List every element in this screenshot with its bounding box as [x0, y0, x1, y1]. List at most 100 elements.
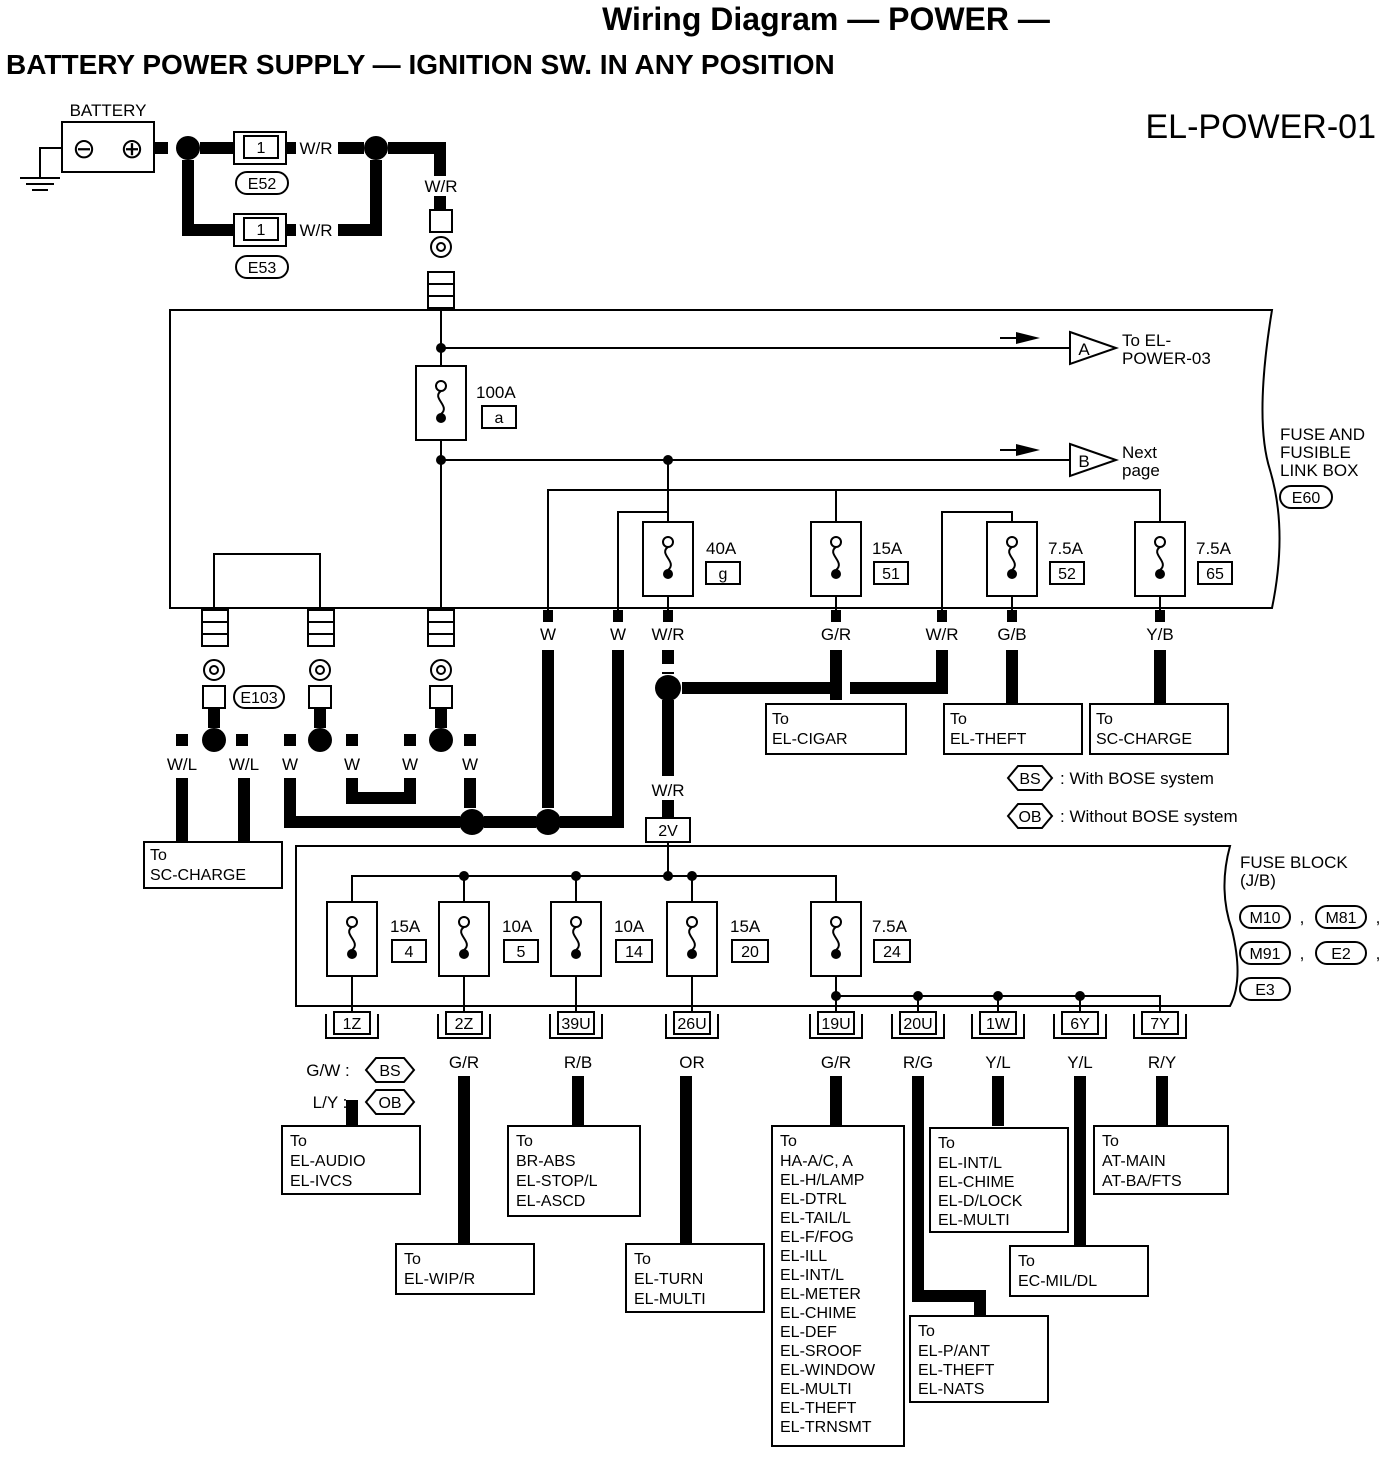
svg-text:EL-METER: EL-METER [780, 1286, 861, 1303]
svg-text:EL-TURN: EL-TURN [634, 1271, 703, 1288]
fuse-5-id: 5 [517, 944, 526, 961]
svg-text:EL-H/LAMP: EL-H/LAMP [780, 1172, 864, 1189]
e53-id: E53 [248, 260, 277, 277]
connector-a-letter: A [1078, 340, 1090, 359]
svg-text:EL-MULTI: EL-MULTI [634, 1291, 706, 1308]
connector-a-text-1: To EL- [1122, 331, 1171, 350]
fuse-block-junctions [459, 871, 697, 881]
dest-sc-charge-right-text: SC-CHARGE [1096, 731, 1192, 748]
fuse-block-bus [351, 842, 837, 902]
fuse-block-fuse-20 [666, 901, 718, 977]
wire-20u [912, 1076, 986, 1316]
svg-text:EL-SROOF: EL-SROOF [780, 1343, 862, 1360]
m10-tag [1239, 905, 1291, 929]
svg-text:AT-MAIN: AT-MAIN [1102, 1153, 1166, 1170]
opt-ob-tag-text: OB [378, 1095, 401, 1112]
opt-wire-ly: L/Y : [313, 1093, 348, 1112]
svg-text:To: To [290, 1133, 307, 1150]
svg-text:EL-TRNSMT: EL-TRNSMT [780, 1419, 872, 1436]
svg-text:EL-THEFT: EL-THEFT [918, 1362, 995, 1379]
svg-text:EL-TAIL/L: EL-TAIL/L [780, 1210, 851, 1227]
diagram-subtitle: BATTERY POWER SUPPLY — IGNITION SW. IN A… [6, 49, 835, 80]
e103-tag [233, 685, 285, 709]
wire-label-19u: G/R [821, 1053, 851, 1072]
wire-label-26u: OR [679, 1053, 705, 1072]
dest-el-cigar-text: EL-CIGAR [772, 731, 848, 748]
riser-wire [388, 142, 446, 176]
legend-bs-text: : With BOSE system [1060, 769, 1214, 788]
e60-id: E60 [1292, 490, 1321, 507]
dest-sc-charge-left [143, 841, 283, 889]
e60-tag [1279, 485, 1333, 509]
e53-tag [235, 255, 289, 279]
wire-wr-loop [941, 511, 1013, 610]
e3-id: E3 [1255, 982, 1275, 999]
sep-4: , [1376, 944, 1381, 963]
fuse-block-fuse-24 [810, 901, 862, 977]
bus-link-fuses [547, 489, 1161, 610]
fuse-block-fuse-14 [550, 901, 602, 977]
svg-text:To: To [918, 1323, 935, 1340]
dest-abs: To BR-ABS EL-STOP/L EL-ASCD [507, 1125, 641, 1217]
fuse-100a-id-box [481, 405, 517, 429]
wire-w-bottom [284, 778, 460, 828]
wire-label-7y: R/Y [1148, 1053, 1176, 1072]
fuse-24-id: 24 [883, 944, 901, 961]
svg-text:EL-P/ANT: EL-P/ANT [918, 1343, 990, 1360]
riser-terminal [429, 209, 453, 233]
legend-bs-tag [1006, 765, 1054, 791]
svg-text:EL-WIP/R: EL-WIP/R [404, 1271, 475, 1288]
wire-wr-2 [850, 650, 948, 694]
wire-label-gr: G/R [821, 625, 851, 644]
fuse-20-id-box [731, 939, 769, 963]
svg-text:To: To [516, 1133, 533, 1150]
svg-text:EL-DEF: EL-DEF [780, 1324, 837, 1341]
battery-plus-icon: ⊕ [120, 133, 143, 164]
fuse-24-junctions [831, 991, 1085, 1001]
m10-id: M10 [1249, 910, 1280, 927]
svg-text:To: To [634, 1251, 651, 1268]
conn-39u: 39U [561, 1016, 590, 1033]
opt-bs-tag-text: BS [379, 1063, 400, 1080]
svg-text:EL-D/LOCK: EL-D/LOCK [938, 1193, 1023, 1210]
svg-text:EL-CHIME: EL-CHIME [780, 1305, 856, 1322]
connector-2v-label: 2V [658, 823, 678, 840]
splice-battery [176, 136, 200, 160]
sep-2: , [1376, 908, 1381, 927]
fuse-52-rating: 7.5A [1048, 539, 1084, 558]
wire-label-w-6: W [462, 755, 478, 774]
fuse-4-id-box [391, 939, 427, 963]
wire-label-20u: R/G [903, 1053, 933, 1072]
fuse-24-id-box [873, 939, 911, 963]
wire-label-w-4: W [344, 755, 360, 774]
conn-6y: 6Y [1070, 1016, 1090, 1033]
fuse-51-rating: 15A [872, 539, 903, 558]
fuse-65-id: 65 [1206, 566, 1224, 583]
conn-1w: 1W [986, 1016, 1011, 1033]
wire-label-2z: G/R [449, 1053, 479, 1072]
connector-b-text-2: page [1122, 461, 1160, 480]
svg-text:To: To [938, 1135, 955, 1152]
battery-minus-icon: ⊖ [72, 133, 95, 164]
svg-text:EL-THEFT: EL-THEFT [780, 1400, 857, 1417]
connector-e53-pin [243, 217, 279, 241]
fuse-40a [642, 521, 694, 597]
fuse-5-id-box [503, 939, 539, 963]
fuse-40a-rating: 40A [706, 539, 737, 558]
fuse-4-id: 4 [405, 944, 414, 961]
wire-label-wr-3: W/R [651, 781, 684, 800]
conn-2z: 2Z [455, 1016, 474, 1033]
svg-text:EL-INT/L: EL-INT/L [780, 1267, 844, 1284]
dest-el-cigar-to: To [772, 711, 789, 728]
e103-internal-bus [213, 553, 321, 608]
fuse-20-rating: 15A [730, 917, 761, 936]
svg-text:EL-MULTI: EL-MULTI [780, 1381, 852, 1398]
fuse-100a-rating: 100A [476, 383, 516, 402]
conn-19u: 19U [821, 1016, 850, 1033]
svg-text:AT-BA/FTS: AT-BA/FTS [1102, 1173, 1182, 1190]
fuse-24-rating: 7.5A [872, 917, 908, 936]
svg-text:EL-WINDOW: EL-WINDOW [780, 1362, 876, 1379]
e52-tag [235, 171, 289, 195]
fuse-output-stubs [351, 976, 693, 1012]
riser-wire-label: W/R [424, 177, 457, 196]
